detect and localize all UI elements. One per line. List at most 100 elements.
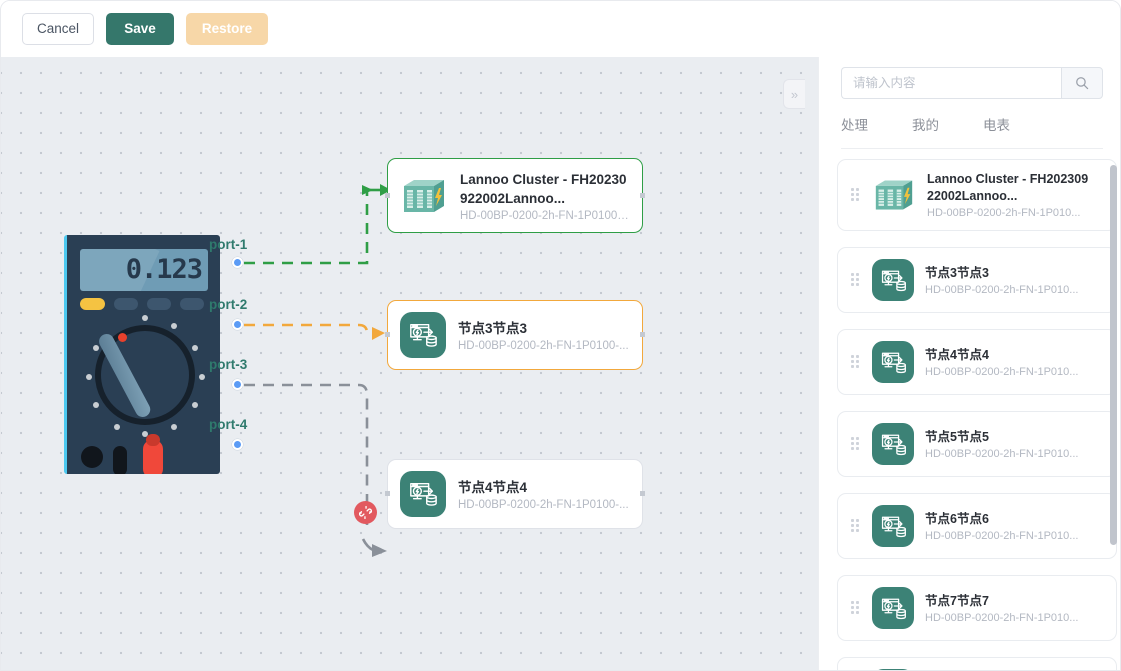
list-item-subtitle: HD-00BP-0200-2h-FN-1P010... [925,529,1079,542]
list-item-subtitle: HD-00BP-0200-2h-FN-1P010... [925,447,1079,460]
port-handle-4[interactable] [232,439,243,450]
collapse-panel-button[interactable]: » [783,79,805,109]
node-card-text: 节点3节点3 HD-00BP-0200-2h-FN-1P0100-... [458,319,629,352]
list-item-title: 节点4节点4 [925,347,989,362]
node-card-text: 节点4节点4 HD-00BP-0200-2h-FN-1P0100-... [458,478,629,511]
port-handle-1[interactable] [232,257,243,268]
energy-node-glyph [881,352,906,373]
dial-pip [171,424,177,430]
list-item[interactable]: 节点7节点7 HD-00BP-0200-2h-FN-1P010... [837,575,1117,641]
drag-handle-icon[interactable] [851,601,859,615]
device-key-yellow [80,298,105,310]
list-item-text: 节点4节点4 HD-00BP-0200-2h-FN-1P010... [925,347,1093,378]
list-item[interactable]: Lannoo Cluster - FH20230922002Lannoo... … [837,159,1117,231]
search-button[interactable] [1061,67,1103,99]
node-handle-left[interactable] [385,491,390,496]
energy-node-glyph [881,598,906,619]
save-button[interactable]: Save [106,13,175,45]
dial-pip [86,374,92,380]
broken-link-icon [359,506,372,519]
energy-node-glyph [410,482,437,506]
list-item-subtitle: HD-00BP-0200-2h-FN-1P010... [927,207,1081,219]
multimeter-device[interactable]: 0.123 [64,235,220,474]
node-handle-left[interactable] [385,332,390,337]
node-card-subtitle: HD-00BP-0200-2h-FN-1P0100-... [458,498,629,511]
list-item-title: 节点7节点7 [925,593,989,608]
list-item-subtitle: HD-00BP-0200-2h-FN-1P010... [925,611,1079,624]
server-cluster-icon [875,180,913,210]
server-cluster-icon [404,179,444,212]
list-item-text: Lannoo Cluster - FH20230922002Lannoo... … [927,171,1095,219]
energy-node-glyph [410,323,437,347]
list-item-title: 节点5节点5 [925,429,989,444]
list-item[interactable]: 节点8节点8 HD-00BP-0200-2h-FN-1P010... [837,657,1117,670]
canvas-node-cluster[interactable]: Lannoo Cluster - FH20230922002Lannoo... … [385,158,645,233]
port-handle-2[interactable] [232,319,243,330]
cancel-button[interactable]: Cancel [22,13,95,45]
search-input[interactable] [841,67,1061,99]
list-item-title: 节点6节点6 [925,511,989,526]
canvas-node-4[interactable]: 节点4节点4 HD-00BP-0200-2h-FN-1P0100-... [385,459,645,529]
drag-handle-icon[interactable] [851,273,859,287]
broken-link-badge[interactable] [354,501,377,524]
panel-scrollbar[interactable] [1110,165,1117,545]
node-handle-right[interactable] [640,491,645,496]
dial-pip [142,315,148,321]
drag-handle-icon[interactable] [851,188,859,202]
device-display: 0.123 [80,249,208,291]
restore-button[interactable]: Restore [186,13,269,45]
node-card-subtitle: HD-00BP-0200-2h-FN-1P0100-... [458,339,629,352]
device-jack-com [81,446,103,468]
node-handle-right[interactable] [640,193,645,198]
port-label-1: port-1 [209,237,248,252]
list-item[interactable]: 节点4节点4 HD-00BP-0200-2h-FN-1P010... [837,329,1117,395]
dial-pip [171,323,177,329]
flow-canvas[interactable]: » [1,57,818,670]
energy-node-icon [872,505,914,547]
edge-layer [244,184,391,557]
dial-pip [192,345,198,351]
edge-port3-node4 [244,383,387,557]
energy-node-glyph [881,434,906,455]
dial-pip [192,402,198,408]
energy-node-glyph [881,516,906,537]
list-item[interactable]: 节点3节点3 HD-00BP-0200-2h-FN-1P010... [837,247,1117,313]
right-panel: 处理 我的 电表 [818,57,1120,670]
energy-node-glyph [881,270,906,291]
list-item[interactable]: 节点6节点6 HD-00BP-0200-2h-FN-1P010... [837,493,1117,559]
dial-pip [93,402,99,408]
panel-tabs: 处理 我的 电表 [841,115,1103,149]
list-item-text: 节点3节点3 HD-00BP-0200-2h-FN-1P010... [925,265,1093,296]
node-handle-right[interactable] [640,332,645,337]
energy-node-icon [872,669,914,670]
node-card-subtitle: HD-00BP-0200-2h-FN-1P0100-... [460,209,630,222]
device-key-1 [114,298,138,310]
canvas-node-3[interactable]: 节点3节点3 HD-00BP-0200-2h-FN-1P0100-... [385,300,645,370]
drag-handle-icon[interactable] [851,355,859,369]
port-label-2: port-2 [209,297,248,312]
edge-port2-node3 [244,323,385,340]
list-item-text: 节点7节点7 HD-00BP-0200-2h-FN-1P010... [925,593,1093,624]
tab-chuli[interactable]: 处理 [841,118,868,133]
node-card-title: Lannoo Cluster - FH20230922002Lannoo... [460,171,627,206]
node-handle-left[interactable] [385,193,390,198]
device-dial-indicator [118,333,127,342]
tab-wode[interactable]: 我的 [912,118,939,133]
dial-pip [114,424,120,430]
search-icon [1076,77,1089,90]
port-handle-3[interactable] [232,379,243,390]
chevron-double-right-icon: » [790,86,799,102]
panel-list[interactable]: Lannoo Cluster - FH20230922002Lannoo... … [819,151,1120,670]
tab-dianbiao[interactable]: 电表 [983,118,1010,133]
device-key-2 [147,298,171,310]
list-item-text: 节点5节点5 HD-00BP-0200-2h-FN-1P010... [925,429,1093,460]
energy-node-icon [872,259,914,301]
node-card-title: 节点3节点3 [458,320,528,336]
drag-handle-icon[interactable] [851,437,859,451]
energy-node-icon [872,587,914,629]
display-value: 0.123 [125,254,203,285]
list-item-subtitle: HD-00BP-0200-2h-FN-1P010... [925,365,1079,378]
drag-handle-icon[interactable] [851,519,859,533]
list-item[interactable]: 节点5节点5 HD-00BP-0200-2h-FN-1P010... [837,411,1117,477]
